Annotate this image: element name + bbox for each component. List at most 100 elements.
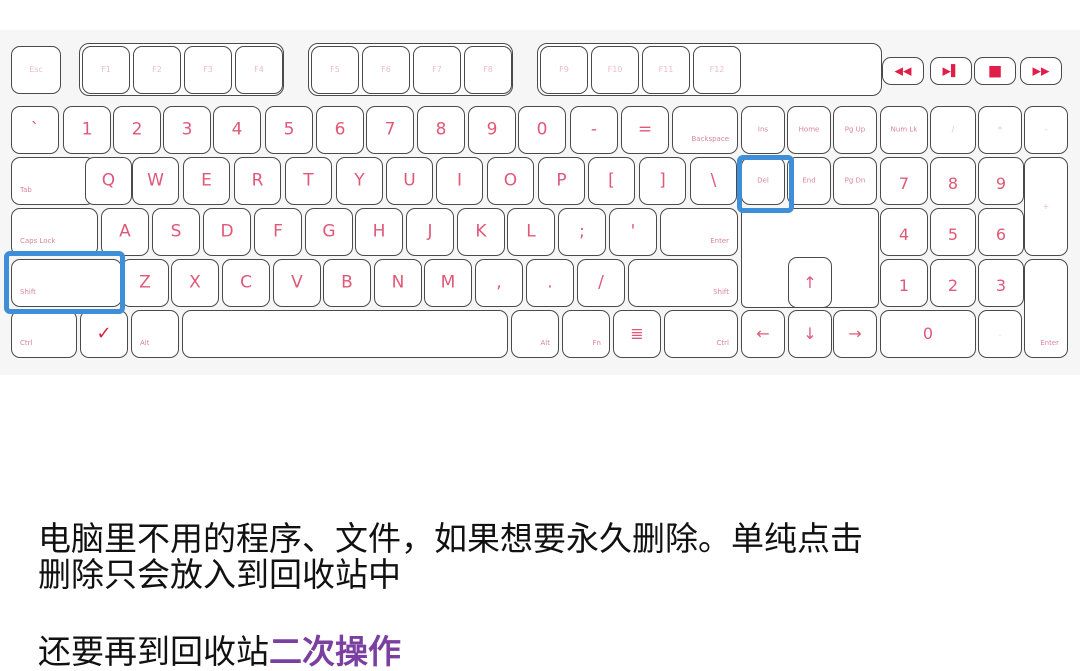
key-tab-label: Tab	[20, 186, 32, 194]
key-home-3: F	[254, 208, 302, 256]
key-numpad-slash-label: /	[951, 125, 955, 134]
key-fn: Fn	[562, 310, 610, 358]
key-home-8: L	[507, 208, 555, 256]
key-media-play-pause: ▶▌	[930, 57, 972, 85]
key-u-label: U	[403, 170, 416, 191]
key-home-6: J	[406, 208, 454, 256]
key-bottom-8-label: .	[547, 272, 553, 293]
key-num-10: 0	[518, 106, 566, 154]
key-arrow-up-label: ↑	[803, 272, 817, 292]
key-arrow-down-label: ↓	[803, 324, 817, 343]
key-num-6: 6	[316, 106, 364, 154]
key-numpad-7row-0-label: 7	[898, 174, 910, 193]
key-f12: F12	[693, 46, 741, 94]
key-numpad-1row-2-label: 3	[995, 276, 1007, 295]
key-bottom-9: /	[577, 259, 625, 307]
key-f9: F9	[540, 46, 588, 94]
key-numpad-1row-2: 3	[978, 259, 1024, 307]
key-home-9-label: ;	[579, 221, 585, 242]
key-p-label: P	[556, 170, 567, 191]
key-nav-top-1-label: Home	[798, 125, 820, 134]
key-shift-right-label: Shift	[713, 288, 729, 296]
key-numpad-minus-label: -	[1044, 125, 1048, 134]
key-num-9: 9	[468, 106, 516, 154]
key-f8: F8	[464, 46, 512, 94]
key-bottom-3: V	[273, 259, 321, 307]
key-numpad-7row-2-label: 9	[995, 174, 1007, 193]
key-f11: F11	[642, 46, 690, 94]
key-bottom-2-label: C	[240, 272, 252, 293]
key-media-stop-label: ■	[987, 61, 1003, 80]
key-num-8-label: 8	[435, 119, 447, 140]
key-sym11: ]	[639, 157, 686, 205]
key-sym11-label: ]	[659, 170, 666, 191]
key-num-7-label: 7	[384, 119, 396, 140]
key-menu-label: ≣	[630, 324, 644, 343]
key-numpad-enter: Enter	[1024, 259, 1068, 358]
key-numpad-dot-label: .	[998, 329, 1002, 338]
key-home-3-label: F	[273, 221, 283, 242]
key-home-1: S	[152, 208, 200, 256]
key-num-5-label: 5	[283, 119, 295, 140]
key-alt-left-label: Alt	[140, 339, 150, 347]
key-numpad-1row-1-label: 2	[947, 276, 959, 295]
key-bottom-3-label: V	[291, 272, 303, 293]
key-num-8: 8	[417, 106, 465, 154]
key-f3-label: F3	[203, 65, 213, 74]
key-nav-top-1: Home	[787, 106, 831, 154]
key-sym10: [	[588, 157, 635, 205]
key-nav-bottom-0: Del	[741, 157, 785, 205]
key-arrow-down: ↓	[788, 310, 832, 358]
key-arrow-left-label: ←	[756, 324, 770, 343]
key-num-3-label: 3	[181, 119, 193, 140]
key-f12-label: F12	[709, 65, 725, 74]
key-home-1-label: S	[170, 221, 182, 242]
key-media-stop: ■	[974, 57, 1016, 85]
key-bottom-0-label: Z	[139, 272, 151, 293]
key-home-10: '	[609, 208, 657, 256]
key-f8-label: F8	[483, 65, 493, 74]
key-home-6-label: J	[427, 221, 433, 242]
key-numpad-7row-2: 9	[978, 157, 1024, 205]
key-y-label: Y	[354, 170, 365, 191]
key-num-11-label: -	[590, 119, 598, 140]
key-f7: F7	[413, 46, 461, 94]
key-nav-top-0: Ins	[741, 106, 785, 154]
key-num-1-label: 1	[81, 119, 93, 140]
key-numpad-7row-0: 7	[880, 157, 928, 205]
key-sym12-label: \	[710, 170, 717, 191]
key-ctrl-right-label: Ctrl	[716, 339, 729, 347]
key-home-4: G	[305, 208, 353, 256]
key-num-1: 1	[63, 106, 111, 154]
key-num-lock: Num Lk	[880, 106, 928, 154]
key-o: O	[487, 157, 534, 205]
key-bottom-1: X	[171, 259, 219, 307]
key-numpad-star-label: *	[998, 125, 1002, 134]
key-f2: F2	[133, 46, 181, 94]
key-f3: F3	[184, 46, 232, 94]
instruction-line-1: 电脑里不用的程序、文件，如果想要永久删除。单纯点击	[38, 519, 863, 558]
key-caps-lock-label: Caps Lock	[20, 237, 56, 245]
key-numpad-1row-1: 2	[930, 259, 976, 307]
key-ctrl-right: Ctrl	[664, 310, 738, 358]
key-numpad-1row-0-label: 1	[898, 276, 910, 295]
key-home-2: D	[203, 208, 251, 256]
key-win: ✓	[80, 310, 128, 358]
key-shift-right: Shift	[628, 259, 738, 307]
key-f5: F5	[311, 46, 359, 94]
key-i-label: I	[456, 170, 462, 191]
key-tab: Tab	[11, 157, 95, 205]
key-t: T	[285, 157, 332, 205]
key-bottom-4-label: B	[341, 272, 353, 293]
key-f6: F6	[362, 46, 410, 94]
key-esc: Esc	[11, 46, 61, 94]
key-num-11: -	[570, 106, 618, 154]
key-bottom-0: Z	[121, 259, 169, 307]
instruction-line-3: 还要再到回收站二次操作	[38, 635, 1048, 668]
key-f10-label: F10	[607, 65, 623, 74]
key-num-9-label: 9	[486, 119, 498, 140]
key-num-12-label: =	[637, 119, 653, 140]
key-f4: F4	[235, 46, 283, 94]
key-home-5: H	[355, 208, 403, 256]
key-enter: Enter	[660, 208, 738, 256]
